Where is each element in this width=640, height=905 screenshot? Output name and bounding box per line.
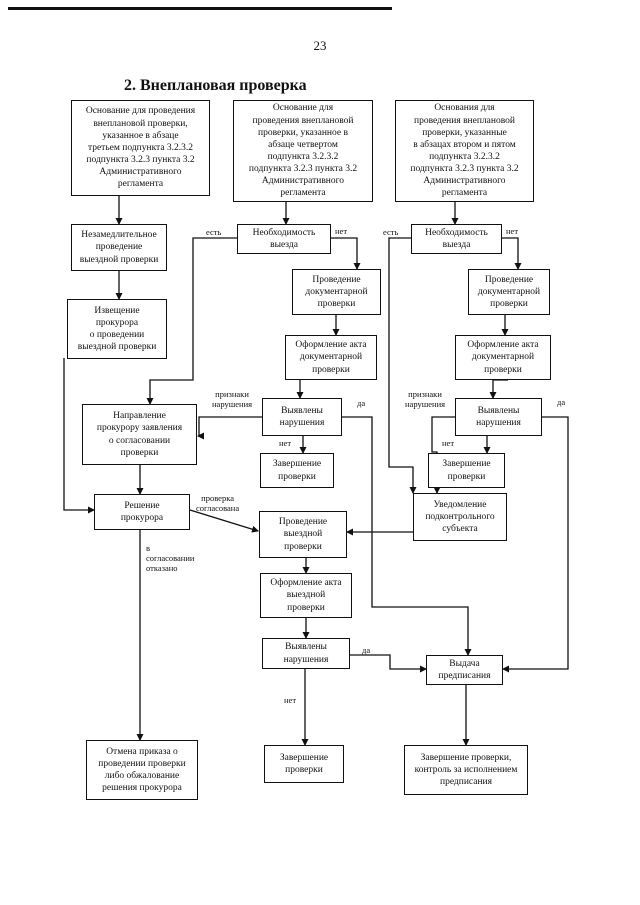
edge-violations-signs-to-application <box>197 416 262 440</box>
edge-label-da-2: да <box>557 397 566 407</box>
notify-prosecutor-box: Извещение прокурора о проведении выездно… <box>67 299 167 359</box>
doc-act-box-2: Оформление акта документарной проверки <box>455 335 551 380</box>
edge-docact2-to-violations2 <box>489 379 508 399</box>
doc-check-box-2: Проведение документарной проверки <box>468 269 550 315</box>
finish-control-box: Завершение проверки, контроль за исполне… <box>404 745 528 795</box>
edge-label-agreed: проверка согласована <box>196 493 240 514</box>
issue-order-box: Выдача предписания <box>426 655 503 685</box>
edge-need-no-to-doccheck <box>331 237 361 270</box>
basis-fourth-paragraph-box: Основание для проведения внеплановой про… <box>233 100 373 202</box>
edge-label-priznaki-1: признаки нарушения <box>212 389 253 410</box>
edge-label-est-1: есть <box>206 227 222 237</box>
edge-label-da-3: да <box>362 645 371 655</box>
basis-second-fifth-paragraph-box: Основания для проведения внеплановой про… <box>395 100 534 202</box>
edge-label-da-1: да <box>357 398 366 408</box>
need-visit-box-2: Необходимость выезда <box>411 224 502 254</box>
doc-act-box-1: Оформление акта документарной проверки <box>285 335 377 380</box>
section-title: 2. Внеплановая проверка <box>124 77 307 94</box>
finish-box-3: Завершение проверки <box>264 745 344 783</box>
violations-box-3: Выявлены нарушения <box>262 638 350 669</box>
edge-label-net-5: нет <box>284 695 297 705</box>
edge-label-net-3: нет <box>279 438 292 448</box>
edge-label-net-4: нет <box>442 438 455 448</box>
finish-box-1: Завершение проверки <box>260 453 334 488</box>
finish-box-2: Завершение проверки <box>428 453 505 488</box>
violations-box-1: Выявлены нарушения <box>262 398 342 436</box>
edge-decision-to-onsite <box>189 509 259 533</box>
edge-label-est-2: есть <box>383 227 399 237</box>
edge-violations2-yes-to-issue <box>502 416 569 673</box>
edge-label-net-1: нет <box>335 226 348 236</box>
onsite-check-box: Проведение выездной проверки <box>259 511 347 558</box>
edge-need-yes-to-application <box>146 237 237 405</box>
cancel-order-box: Отмена приказа о проведении проверки либ… <box>86 740 198 800</box>
violations-box-2: Выявлены нарушения <box>455 398 542 436</box>
edge-need2-yes-to-notify <box>388 237 417 494</box>
edge-label-priznaki-2: признаки нарушения <box>405 389 446 410</box>
edge-label-net-2: нет <box>506 226 519 236</box>
edge-violations-yes-to-issue <box>342 416 472 656</box>
prosecutor-decision-box: Решение прокурора <box>94 494 190 530</box>
send-application-box: Направление прокурору заявления о соглас… <box>82 404 197 465</box>
edge-violations3-yes-to-issue <box>350 654 427 673</box>
need-visit-box-1: Необходимость выезда <box>237 224 331 254</box>
onsite-act-box: Оформление акта выездной проверки <box>260 573 352 618</box>
edge-label-refused: в согласовании отказано <box>146 543 195 574</box>
edge-notify-to-decision <box>63 358 95 514</box>
top-rule <box>8 7 392 10</box>
basis-third-paragraph-box: Основание для проведения внеплановой про… <box>71 100 210 196</box>
notify-subject-box: Уведомление подконтрольного субъекта <box>413 493 507 541</box>
page-number: 23 <box>313 38 327 53</box>
doc-check-box-1: Проведение документарной проверки <box>292 269 381 315</box>
edge-need2-no-to-doccheck <box>502 237 522 270</box>
immediate-onsite-box: Незамедлительное проведение выездной про… <box>71 224 167 271</box>
